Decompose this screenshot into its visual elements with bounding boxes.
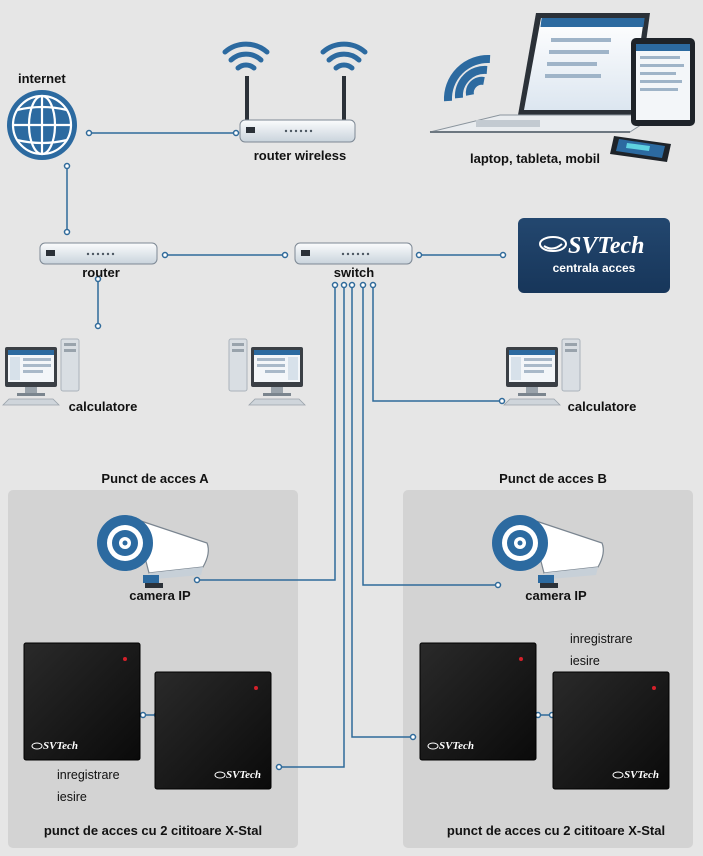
- central-access-unit: SVTech centrala acces: [518, 218, 670, 293]
- router-icon: [39, 242, 158, 265]
- card-reader-icon: SVTech: [419, 642, 537, 761]
- label-footer-b: punct de acces cu 2 cititoare X-Stal: [447, 823, 665, 838]
- wifi-icon: [222, 41, 368, 71]
- desktop-pc-icon: [228, 338, 306, 406]
- globe-icon: [7, 90, 77, 160]
- central-subtitle: centrala acces: [553, 261, 636, 275]
- label-router: router: [82, 265, 120, 280]
- router-wireless-icon: [222, 41, 368, 143]
- calculatore-right-group: [503, 338, 581, 406]
- card-reader-icon: SVTech: [154, 671, 272, 790]
- desktop-pc-icon: [2, 338, 80, 406]
- reader-brand: SVTech: [43, 740, 78, 752]
- label-iesire-b: iesire: [570, 654, 600, 668]
- connection-dots: [63, 129, 556, 771]
- reader-brand: SVTech: [439, 740, 474, 752]
- laptop-icon: [429, 13, 658, 133]
- label-calculatore-left: calculatore: [69, 399, 138, 414]
- label-internet: internet: [18, 71, 66, 86]
- desktop-pc-icon: [503, 338, 581, 406]
- label-footer-a: punct de acces cu 2 cititoare X-Stal: [44, 823, 262, 838]
- calculatore-left-group: [2, 338, 306, 406]
- reader-brand: SVTech: [226, 769, 261, 781]
- phone-icon: [610, 136, 671, 162]
- svtech-logo: SVTech: [539, 233, 644, 259]
- label-switch: switch: [334, 265, 375, 280]
- devices-group: [429, 13, 695, 162]
- card-reader-icon: SVTech: [23, 642, 141, 761]
- reader-brand: SVTech: [624, 769, 659, 781]
- central-brand: SVTech: [568, 233, 644, 259]
- label-router-wireless: router wireless: [254, 148, 347, 163]
- label-inregistrare-a: inregistrare: [57, 768, 120, 782]
- tablet-icon: [631, 38, 695, 126]
- label-calculatore-right: calculatore: [568, 399, 637, 414]
- connection-lines: [66, 132, 552, 768]
- label-punct-b: Punct de acces B: [499, 471, 607, 486]
- label-inregistrare-b: inregistrare: [570, 632, 633, 646]
- camera-icon: [97, 515, 209, 588]
- wifi-icon: [443, 54, 491, 102]
- label-punct-a: Punct de acces A: [101, 471, 209, 486]
- camera-icon: [492, 515, 604, 588]
- switch-icon: [294, 242, 413, 265]
- label-camera-a: camera IP: [129, 588, 191, 603]
- label-camera-b: camera IP: [525, 588, 587, 603]
- label-devices: laptop, tableta, mobil: [470, 151, 600, 166]
- card-reader-icon: SVTech: [552, 671, 670, 790]
- label-iesire-a: iesire: [57, 790, 87, 804]
